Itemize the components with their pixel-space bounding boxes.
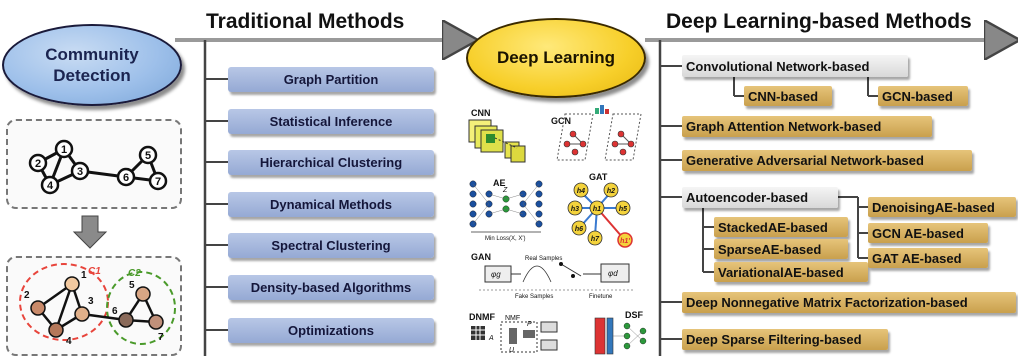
svg-text:4: 4 xyxy=(66,336,72,347)
community-graph: 1 2 3 4 5 6 7 C1 C2 xyxy=(19,263,176,347)
svg-text:6: 6 xyxy=(112,306,118,317)
node-label-6: 6 xyxy=(123,172,129,184)
ae-illustration-label: AE xyxy=(493,178,506,188)
method-dynamical-methods: Dynamical Methods xyxy=(228,192,434,217)
svg-text:h5: h5 xyxy=(619,206,627,213)
svg-text:Fake Samples: Fake Samples xyxy=(515,294,553,300)
community-graph-panel: 1 2 3 4 5 6 7 C1 C2 xyxy=(6,256,182,356)
method-optimizations: Optimizations xyxy=(228,318,434,343)
method-statistical-inference: Statistical Inference xyxy=(228,109,434,134)
method-graph-partition: Graph Partition xyxy=(228,67,434,92)
method-hierarchical-clustering: Hierarchical Clustering xyxy=(228,150,434,175)
community-detection-line1: Community xyxy=(45,45,139,64)
svg-text:Finetune: Finetune xyxy=(589,294,613,300)
dl-denoising-ae: DenoisingAE-based xyxy=(868,197,1016,217)
dl-variational-ae: VariationalAE-based xyxy=(714,262,868,282)
svg-text:5: 5 xyxy=(129,280,135,291)
dl-sparse-ae: SparseAE-based xyxy=(714,239,848,259)
svg-text:A: A xyxy=(488,335,494,342)
gan-illustration-label: GAN xyxy=(471,252,491,262)
cnn-illustration-label: CNN xyxy=(471,108,491,118)
dl-dsf: Deep Sparse Filtering-based xyxy=(682,329,888,350)
gcn-illustration-label: GCN xyxy=(551,116,571,126)
illustrations: CNN GCN AE xyxy=(468,105,647,355)
deep-learning-methods-heading: Deep Learning-based Methods xyxy=(666,10,972,33)
dl-graph-attention: Graph Attention Network-based xyxy=(682,116,932,137)
dl-gcn-based: GCN-based xyxy=(878,86,968,106)
svg-text:3: 3 xyxy=(88,296,94,307)
node-label-7: 7 xyxy=(155,176,161,188)
deep-learning-oval: Deep Learning xyxy=(466,18,646,98)
graph-panel: 1 2 3 4 5 6 7 xyxy=(6,119,182,209)
svg-text:U: U xyxy=(509,347,515,354)
svg-text:φd: φd xyxy=(608,269,618,278)
svg-text:h7: h7 xyxy=(591,236,600,243)
svg-text:φg: φg xyxy=(491,270,501,279)
network-graph: 1 2 3 4 5 6 7 xyxy=(28,139,168,195)
svg-text:1: 1 xyxy=(81,270,87,281)
method-spectral-clustering: Spectral Clustering xyxy=(228,233,434,258)
dl-stacked-ae: StackedAE-based xyxy=(714,217,848,237)
svg-text:7: 7 xyxy=(158,332,164,343)
svg-text:P: P xyxy=(527,321,532,328)
method-density-based: Density-based Algorithms xyxy=(228,275,434,300)
svg-text:NMF: NMF xyxy=(505,315,520,322)
gat-illustration-label: GAT xyxy=(589,172,608,182)
node-label-5: 5 xyxy=(145,150,151,162)
dnmf-illustration-label: DNMF xyxy=(469,312,495,322)
community-2-boundary xyxy=(106,271,176,345)
dl-cnn-based: CNN-based xyxy=(744,86,832,106)
community-1-label: C1 xyxy=(88,266,101,277)
svg-text:h4: h4 xyxy=(577,188,585,195)
traditional-methods-heading: Traditional Methods xyxy=(206,10,405,33)
down-arrow-icon xyxy=(72,215,108,249)
dl-gan: Generative Adversarial Network-based xyxy=(682,150,972,171)
node-label-4: 4 xyxy=(47,180,54,192)
dl-autoencoder: Autoencoder-based xyxy=(682,187,838,208)
node-label-3: 3 xyxy=(77,166,83,178)
community-2-label: C2 xyxy=(128,268,141,279)
dl-gcn-ae: GCN AE-based xyxy=(868,223,988,243)
svg-text:h1': h1' xyxy=(620,238,630,245)
deep-learning-label: Deep Learning xyxy=(496,48,616,67)
svg-text:h6: h6 xyxy=(575,226,583,233)
svg-text:h1: h1 xyxy=(593,206,601,213)
ae-loss-label: Min Loss(X, X') xyxy=(485,236,526,242)
svg-text:Z: Z xyxy=(502,187,508,194)
svg-text:2: 2 xyxy=(24,290,30,301)
svg-text:h2: h2 xyxy=(607,188,615,195)
node-label-2: 2 xyxy=(35,158,41,170)
svg-text:Real Samples: Real Samples xyxy=(525,256,562,262)
dl-convolutional-network: Convolutional Network-based xyxy=(682,55,908,77)
dl-gat-ae: GAT AE-based xyxy=(868,248,988,268)
community-detection-line2: Detection xyxy=(53,66,131,85)
dsf-illustration-label: DSF xyxy=(625,310,644,320)
node-label-1: 1 xyxy=(61,144,67,156)
svg-text:h3: h3 xyxy=(571,206,579,213)
community-detection-oval: Community Detection xyxy=(2,24,182,106)
dl-dnmf: Deep Nonnegative Matrix Factorization-ba… xyxy=(682,292,1016,313)
